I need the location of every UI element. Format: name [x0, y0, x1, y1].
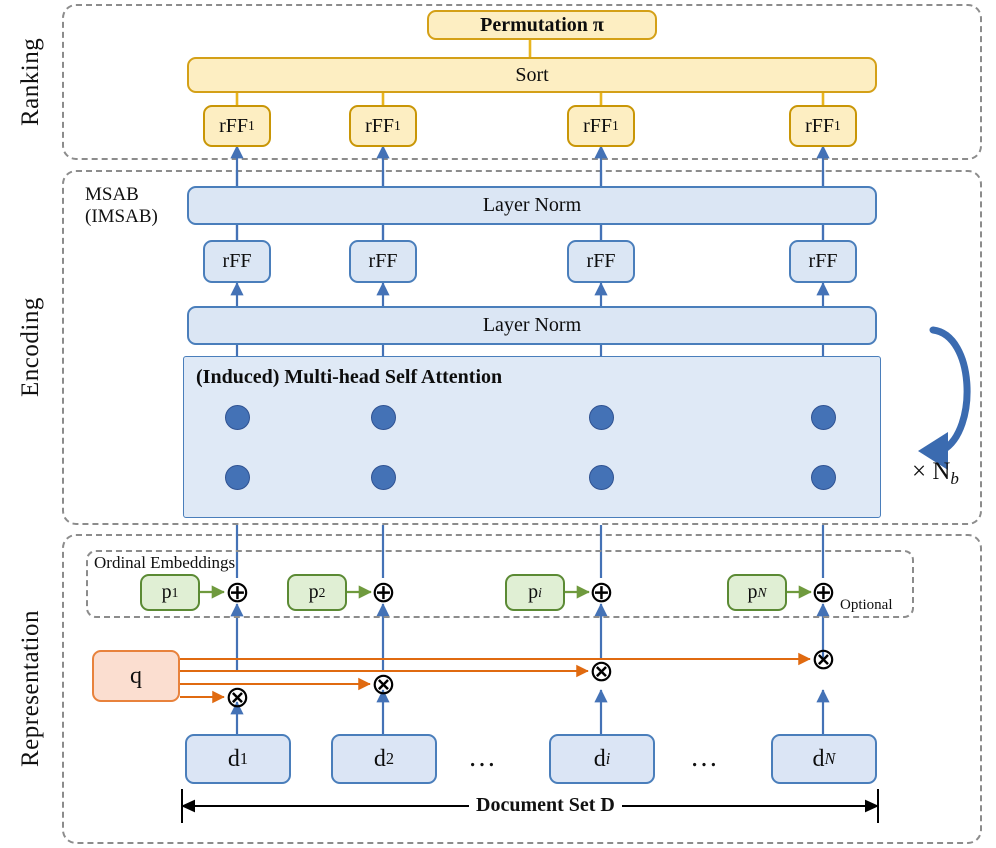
repeat-count-text: × N: [912, 458, 951, 485]
attention-node-bottom-4: [811, 465, 836, 490]
document-ellipsis-2: …: [690, 742, 721, 773]
encoding-rff-box-1[interactable]: rFF: [203, 240, 271, 283]
ranking-rff-sub-4: 1: [834, 118, 841, 133]
permutation-box[interactable]: Permutation π: [427, 10, 657, 40]
ranking-rff-label-2: rFF: [365, 114, 395, 137]
document-set-label: Document Set D: [469, 794, 622, 817]
stage-label-ranking: Ranking: [17, 37, 44, 127]
document-box-1-base: d: [227, 745, 240, 772]
position-box-1-base: p: [161, 581, 172, 603]
section-frame-representation: [62, 534, 982, 844]
sort-box[interactable]: Sort: [187, 57, 877, 93]
attention-node-bottom-1: [225, 465, 250, 490]
position-box-4-sub: N: [757, 584, 767, 600]
attention-node-top-4: [811, 405, 836, 430]
attention-node-bottom-3: [589, 465, 614, 490]
msab-label-line2: (IMSAB): [85, 205, 158, 227]
position-box-1-sub: 1: [171, 584, 179, 600]
msab-block-label: MSAB (IMSAB): [85, 184, 158, 228]
ordinal-embeddings-label: Ordinal Embeddings: [94, 553, 236, 572]
add-operator-1: ⊕: [224, 575, 251, 609]
multiply-operator-2: ⊗: [370, 667, 397, 701]
attention-node-top-2: [371, 405, 396, 430]
document-box-4-sub: N: [824, 749, 836, 768]
add-operator-2: ⊕: [370, 575, 397, 609]
layer-norm-bottom-box[interactable]: Layer Norm: [187, 306, 877, 345]
section-frame-encoding: [62, 170, 982, 525]
multiply-operator-3: ⊗: [588, 654, 615, 688]
position-box-4-base: p: [747, 581, 758, 603]
ranking-rff-sub-1: 1: [248, 118, 255, 133]
document-box-3-base: d: [593, 745, 606, 772]
ordinal-embeddings-frame: [86, 550, 914, 618]
add-operator-4: ⊕: [810, 575, 837, 609]
document-box-3-sub: i: [605, 749, 611, 768]
section-frame-ranking: [62, 4, 982, 160]
encoding-rff-box-4[interactable]: rFF: [789, 240, 857, 283]
stage-label-encoding: Encoding: [17, 297, 44, 398]
position-box-3-base: p: [528, 581, 539, 603]
document-box-2-sub: 2: [385, 749, 395, 768]
position-box-3-sub: i: [538, 584, 542, 600]
document-box-4-base: d: [812, 745, 825, 772]
stage-label-representation: Representation: [17, 610, 44, 768]
document-box-2-base: d: [373, 745, 386, 772]
encoding-rff-box-3[interactable]: rFF: [567, 240, 635, 283]
document-box-1-sub: 1: [239, 749, 249, 768]
multiply-operator-4: ⊗: [810, 642, 837, 676]
optional-label: Optional: [840, 597, 893, 613]
attention-node-top-3: [589, 405, 614, 430]
ranking-rff-sub-2: 1: [394, 118, 401, 133]
attention-node-bottom-2: [371, 465, 396, 490]
document-ellipsis-1: …: [468, 742, 499, 773]
add-operator-3: ⊕: [588, 575, 615, 609]
attention-node-top-1: [225, 405, 250, 430]
multiply-operator-1: ⊗: [224, 680, 251, 714]
attention-panel: [183, 356, 881, 518]
layer-norm-top-box[interactable]: Layer Norm: [187, 186, 877, 225]
attention-title: (Induced) Multi-head Self Attention: [196, 366, 503, 388]
ranking-rff-label-3: rFF: [583, 114, 613, 137]
repeat-count-label: × Nb: [912, 458, 959, 489]
repeat-count-sub: b: [950, 468, 959, 488]
encoding-rff-box-2[interactable]: rFF: [349, 240, 417, 283]
ranking-rff-label-4: rFF: [805, 114, 835, 137]
position-box-2-sub: 2: [318, 584, 326, 600]
query-box[interactable]: q: [92, 650, 180, 702]
msab-label-line1: MSAB: [85, 184, 139, 205]
ranking-rff-sub-3: 1: [612, 118, 619, 133]
position-box-2-base: p: [308, 581, 319, 603]
ranking-rff-label-1: rFF: [219, 114, 249, 137]
